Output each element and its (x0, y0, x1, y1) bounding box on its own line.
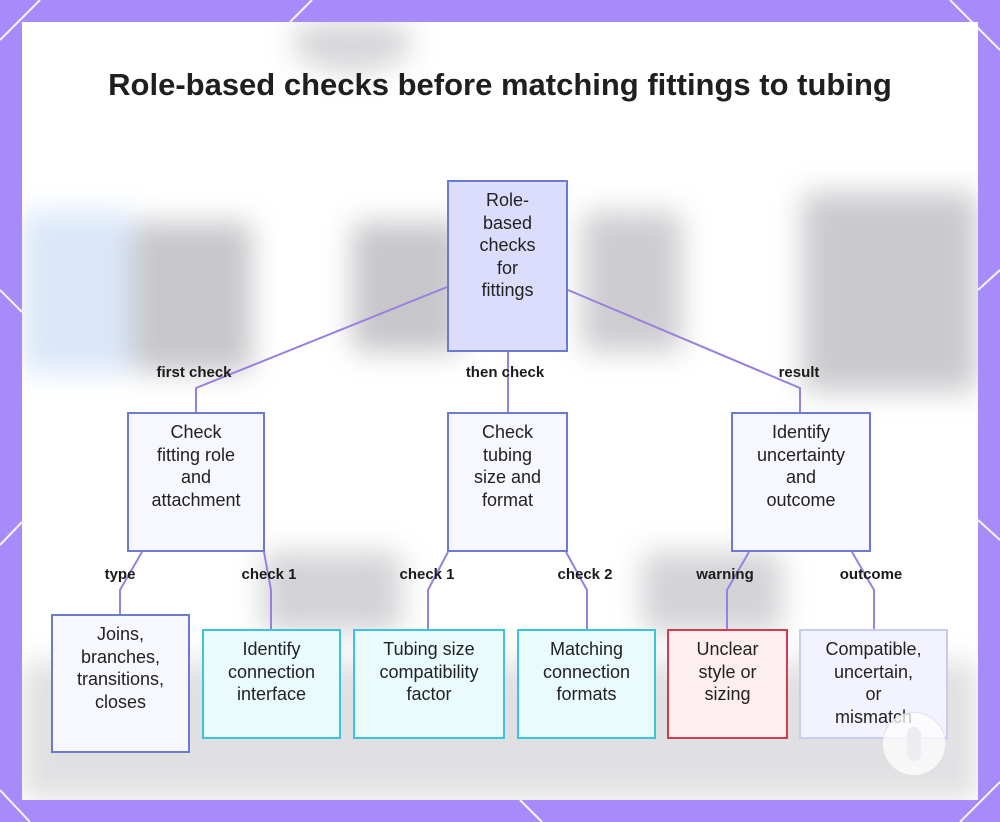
interface-line: Identify (242, 639, 301, 659)
edge-identify-to-unclear (726, 551, 750, 629)
edge-label-then-check: then check (465, 364, 545, 381)
check-tubing-line: Check (481, 422, 533, 442)
identify-line: Identify (771, 422, 831, 442)
edge-label-warning: warning (696, 566, 754, 583)
joins-node: Joins, branches, transitions, closes (51, 614, 190, 753)
identify-node: Identify uncertainty and outcome (731, 412, 871, 552)
identify-line: outcome (766, 489, 836, 510)
formats-line: formats (556, 684, 617, 704)
interface-line: interface (236, 684, 307, 704)
interface-line: connection (227, 661, 316, 682)
unclear-line: sizing (704, 684, 751, 704)
root-node-line: Role- (485, 190, 529, 210)
check-tubing-line: size and (473, 467, 542, 487)
diagram-card: Role-based checks before matching fittin… (22, 22, 978, 800)
edge-identify-to-compatible (851, 551, 875, 629)
diagram-title: Role-based checks before matching fittin… (108, 67, 892, 102)
check-role-line: attachment (151, 489, 241, 510)
edge-label-check2: check 2 (557, 566, 613, 583)
check-role-line: fitting role (156, 444, 236, 465)
root-node-line: checks (479, 235, 536, 255)
joins-line: closes (94, 691, 146, 712)
edge-role-to-joins (119, 551, 143, 614)
root-node-line: based (482, 212, 533, 233)
watermark-badge (882, 712, 946, 776)
check-tubing-line: format (481, 489, 533, 510)
check-role-line: Check (170, 422, 222, 442)
root-node-line: fittings (481, 280, 534, 300)
edge-tubing-to-formats (565, 551, 588, 629)
check-tubing-node: Check tubing size and format (447, 412, 568, 552)
unclear-line: style or (698, 661, 757, 682)
edge-label-outcome: outcome (839, 566, 903, 583)
compatible-line: Compatible, (825, 639, 922, 659)
tubing-size-line: factor (406, 684, 452, 704)
connector-lines (119, 286, 875, 629)
formats-line: Matching (549, 639, 624, 659)
joins-line: branches, (80, 646, 161, 667)
edge-label-type: type (104, 566, 136, 583)
edge-label-check1-tubing: check 1 (399, 566, 455, 583)
edge-label-first-check: first check (156, 364, 232, 381)
formats-line: connection (542, 661, 631, 682)
check-role-node: Check fitting role and attachment (127, 412, 265, 552)
joins-line: Joins, (96, 624, 144, 644)
edge-label-check1-role: check 1 (241, 566, 297, 583)
formats-node: Matching connection formats (517, 629, 656, 739)
unclear-line: Unclear (696, 639, 759, 659)
edge-root-to-check-role (195, 286, 448, 412)
identify-line: and (785, 467, 817, 487)
check-tubing-line: tubing (482, 444, 533, 465)
root-node-line: for (496, 257, 518, 278)
joins-line: transitions, (76, 669, 165, 689)
unclear-node: Unclear style or sizing (667, 629, 788, 739)
edge-label-result: result (778, 364, 820, 381)
edge-role-to-interface (263, 551, 272, 629)
root-node: Role- based checks for fittings (447, 180, 568, 352)
compatible-line: uncertain, (833, 661, 914, 682)
edge-tubing-to-size (427, 551, 449, 629)
tubing-size-line: Tubing size (383, 639, 475, 659)
edge-root-to-identify (567, 289, 801, 412)
identify-line: uncertainty (756, 444, 846, 465)
tubing-size-line: compatibility (379, 661, 479, 682)
tubing-size-node: Tubing size compatibility factor (353, 629, 505, 739)
interface-node: Identify connection interface (202, 629, 341, 739)
compatible-line: or (865, 684, 882, 704)
check-role-line: and (180, 467, 212, 487)
